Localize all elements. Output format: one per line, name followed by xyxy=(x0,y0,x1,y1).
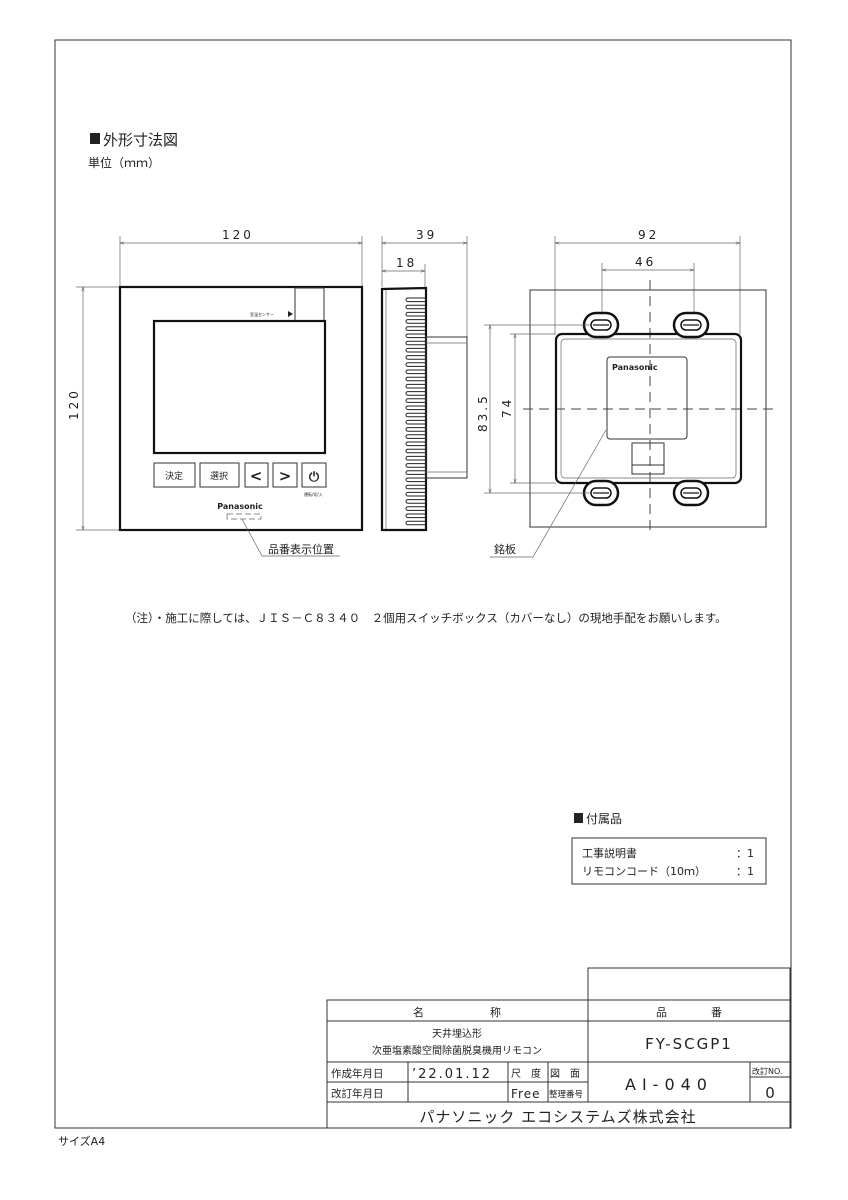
back-brand-logo: Panasonic xyxy=(612,363,658,372)
created-date: ’22.01.12 xyxy=(412,1067,492,1082)
fin xyxy=(405,506,427,511)
fin xyxy=(405,441,427,447)
sheet-frame xyxy=(54,39,792,1129)
front-view: 120 120 室温センサー 決定 選択 < > ⏻ 運転/切/入 Panaso… xyxy=(67,228,364,557)
fin xyxy=(405,455,427,461)
hole-pitch-dim: 46 xyxy=(635,255,656,269)
drawing-number: AI-040 xyxy=(625,1075,713,1094)
front-depth-dim: 18 xyxy=(396,256,417,270)
fin xyxy=(405,434,427,439)
chevron-left-icon: < xyxy=(250,467,263,485)
revised-label: 改訂年月日 xyxy=(331,1087,384,1100)
enter-button-label: 決定 xyxy=(165,470,183,482)
title-block: 名 称 品 番 天井埋込形 次亜塩素酸空間除菌脱臭機用リモコン FY-SCGP1… xyxy=(326,967,791,1129)
fin xyxy=(405,319,427,324)
accessories-box xyxy=(571,837,767,885)
right-button[interactable] xyxy=(272,462,298,488)
revision-label: 改訂NO. xyxy=(752,1066,783,1076)
accessories-title: 付属品 xyxy=(586,812,622,826)
back-view: 92 46 Panasonic 83.5 74 銘板 xyxy=(476,228,775,558)
accessory-qty: ：1 xyxy=(736,847,754,860)
power-button[interactable] xyxy=(301,462,327,488)
screw-slot-icon xyxy=(672,479,710,507)
fin xyxy=(405,333,427,339)
front-width-dim: 120 xyxy=(222,228,254,242)
brand-logo: Panasonic xyxy=(217,502,263,511)
name-header: 名 称 xyxy=(413,1005,501,1019)
fin xyxy=(405,412,427,418)
fin xyxy=(405,477,427,483)
fin xyxy=(405,297,427,303)
fin xyxy=(405,391,427,396)
chevron-right-icon: > xyxy=(279,467,292,485)
sensor-caption: 室温センサー xyxy=(250,311,274,317)
fin xyxy=(405,484,427,490)
fin xyxy=(405,427,427,432)
fin xyxy=(405,369,427,375)
fin xyxy=(405,347,427,353)
fin xyxy=(405,470,427,475)
button-row: 決定 選択 < > ⏻ 運転/切/入 xyxy=(153,462,327,497)
side-view: 39 18 xyxy=(380,228,467,532)
model-label-area xyxy=(226,513,262,520)
accessory-name: リモコンコード（10ｍ） xyxy=(582,865,706,878)
accessory-name: 工事説明書 xyxy=(582,846,637,860)
fin xyxy=(405,405,427,411)
fin xyxy=(405,376,427,382)
scale-label: 尺 度 xyxy=(511,1067,541,1080)
fin xyxy=(405,383,427,389)
unit-label: 単位（ｍｍ） xyxy=(88,155,160,170)
depth-dim: 39 xyxy=(416,228,437,242)
part-header: 品 番 xyxy=(656,1006,722,1019)
part-number: FY-SCGP1 xyxy=(645,1035,733,1053)
back-width-dim: 92 xyxy=(638,228,659,242)
revision-value: 0 xyxy=(765,1084,775,1102)
power-caption: 運転/切/入 xyxy=(304,491,323,497)
fin xyxy=(405,340,427,346)
fin xyxy=(405,448,427,454)
fin xyxy=(405,304,427,310)
created-label: 作成年月日 xyxy=(331,1067,384,1080)
installation-note: （注）・施工に際しては、ＪＩＳ－Ｃ８３４０ ２個用スイッチボックス（カバーなし）… xyxy=(125,611,727,625)
accessory-qty: ：1 xyxy=(736,865,754,878)
fin xyxy=(405,326,427,331)
sensor-window xyxy=(294,287,325,322)
fin xyxy=(405,362,427,367)
paper-size: サイズA4 xyxy=(58,1134,105,1148)
lcd-screen xyxy=(152,319,327,455)
front-height-dim: 120 xyxy=(67,388,81,420)
cooling-fins xyxy=(405,297,427,526)
drawing-label2: 整理番号 xyxy=(549,1089,583,1100)
select-button[interactable] xyxy=(199,462,240,488)
mounting-holes xyxy=(582,311,710,507)
fin xyxy=(405,419,427,425)
fin xyxy=(405,463,427,468)
drawing-label: 図 面 xyxy=(550,1068,580,1080)
section-mark-icon xyxy=(574,813,583,823)
left-button[interactable] xyxy=(244,462,269,488)
nameplate xyxy=(606,356,688,440)
fin xyxy=(405,513,427,519)
nameplate-callout: 銘板 xyxy=(494,542,516,556)
fin xyxy=(405,491,427,497)
model-label-callout: 品番表示位置 xyxy=(268,542,334,556)
section-mark-icon xyxy=(90,133,100,144)
section-title: 外形寸法図 xyxy=(103,131,178,149)
product-name-line1: 天井埋込形 xyxy=(432,1027,482,1040)
fin xyxy=(405,520,427,526)
company-name: パナソニック エコシステムズ株式会社 xyxy=(419,1108,696,1126)
fin xyxy=(405,398,427,403)
fin xyxy=(405,355,427,360)
screw-slot-icon xyxy=(672,311,710,339)
product-name-line2: 次亜塩素酸空間除菌脱臭機用リモコン xyxy=(372,1044,542,1057)
inner-height-dim: 74 xyxy=(500,397,514,418)
enter-button[interactable] xyxy=(153,462,196,488)
back-height-dim: 83.5 xyxy=(476,393,490,432)
select-button-label: 選択 xyxy=(210,470,228,482)
sensor-arrow-icon xyxy=(288,311,293,317)
power-icon: ⏻ xyxy=(309,470,320,485)
fin xyxy=(405,311,427,317)
fin xyxy=(405,499,427,504)
scale-value: Free xyxy=(511,1087,540,1101)
